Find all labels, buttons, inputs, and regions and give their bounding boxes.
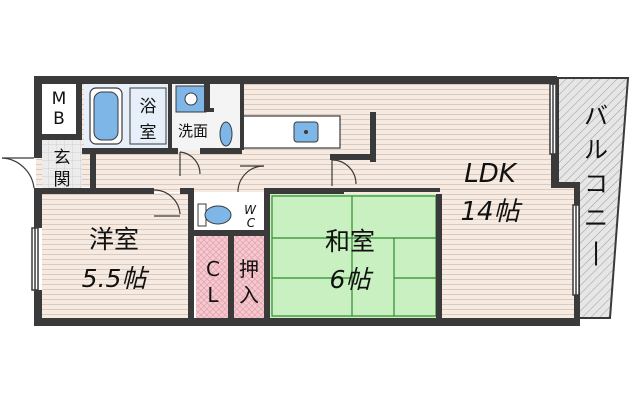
bath-label-2: 室 bbox=[140, 123, 157, 143]
closet-label-l: L bbox=[207, 283, 219, 307]
washroom-label: 洗面 bbox=[178, 122, 208, 140]
mb-label-m: M bbox=[52, 89, 67, 109]
sink-icon bbox=[293, 121, 319, 143]
balcony-char: コ bbox=[584, 170, 608, 198]
shower-icon bbox=[129, 87, 167, 145]
closet-label-c: C bbox=[206, 257, 220, 281]
balcony-char: ニ bbox=[584, 204, 608, 232]
toilet-icon bbox=[197, 203, 232, 227]
balcony-char: ル bbox=[584, 136, 608, 164]
oshiire-label-1: 押 bbox=[239, 257, 259, 281]
washing-machine-icon bbox=[219, 121, 233, 147]
floors bbox=[36, 84, 574, 318]
balcony-char: | bbox=[592, 238, 600, 266]
windows bbox=[31, 83, 580, 296]
ldk-label-1: LDK bbox=[464, 159, 518, 189]
western-label-2: 5.5帖 bbox=[82, 264, 150, 293]
entrance-label-2: 関 bbox=[54, 170, 71, 190]
balcony-label: バルコニ | bbox=[584, 102, 608, 266]
japanese-label-2: 6帖 bbox=[330, 265, 374, 294]
ldk-label-2: 14帖 bbox=[460, 197, 523, 227]
oshiire-label-2: 入 bbox=[239, 283, 259, 307]
japanese-label-1: 和室 bbox=[325, 227, 375, 256]
doors[interactable] bbox=[1, 151, 357, 217]
mb-label-b: B bbox=[53, 109, 65, 129]
balcony-char: バ bbox=[584, 102, 608, 130]
entrance-label-1: 玄 bbox=[54, 148, 71, 168]
bathtub-icon bbox=[89, 87, 123, 145]
western-label-1: 洋室 bbox=[89, 225, 139, 254]
balcony-label-text: バルコニ | bbox=[584, 102, 608, 266]
room-labels: M B 浴 室 洗面 玄 関 LDK 14帖 洋室 5.5帖 W C C L 押… bbox=[52, 89, 524, 307]
bath-label-1: 浴 bbox=[140, 97, 157, 117]
wc-label-c: C bbox=[247, 216, 256, 230]
washbasin-icon bbox=[175, 85, 207, 113]
wc-label-w: W bbox=[244, 203, 257, 217]
